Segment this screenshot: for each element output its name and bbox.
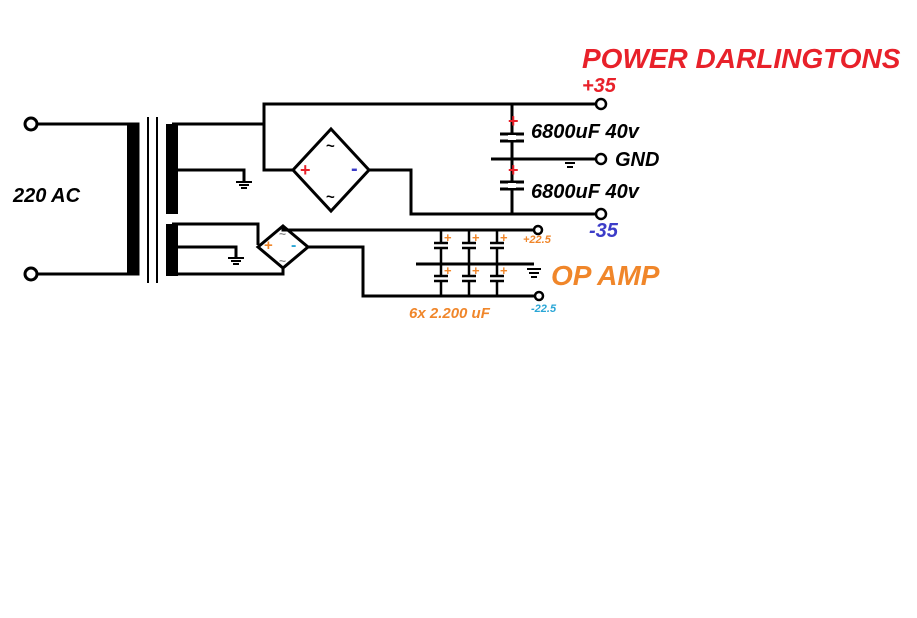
opamp-cap-plus: + — [500, 263, 508, 278]
opamp-cap-bottom-2 — [462, 264, 476, 296]
neg35-label: -35 — [589, 220, 618, 242]
transformer-secondary-coil-opamp — [166, 224, 178, 276]
pos22-label: +22.5 — [523, 234, 551, 246]
neg35-terminal — [594, 207, 608, 221]
power-darlingtons-title: POWER DARLINGTONS — [582, 43, 901, 74]
gnd-label: GND — [615, 149, 660, 171]
opamp-bridge-ac-top: ~ — [279, 227, 287, 241]
opamp-cap-top-3 — [490, 230, 504, 264]
opamp-bridge-ac-bottom: ~ — [279, 254, 287, 268]
pos35-label: +35 — [582, 75, 616, 97]
ac-input-terminal-top — [23, 116, 39, 132]
neg22-label: -22.5 — [531, 303, 557, 315]
power-bridge-plus: + — [300, 160, 311, 180]
neg22-rail-wire — [308, 245, 535, 298]
pos35-terminal — [594, 97, 608, 111]
power-bridge-rectifier — [290, 126, 372, 214]
ac-input-terminal-bottom — [23, 266, 39, 282]
power-cap-bottom-label: 6800uF 40v — [531, 181, 639, 203]
cap-gap-mask — [508, 183, 516, 188]
opamp-cap-top-2 — [462, 230, 476, 264]
opamp-cap-plus: + — [472, 230, 480, 245]
secondary-power-wiring — [262, 124, 293, 172]
opamp-bridge-plus: + — [264, 237, 273, 254]
transformer-primary-coil — [127, 124, 137, 274]
opamp-cap-plus: + — [444, 263, 452, 278]
op-amp-title: OP AMP — [551, 260, 660, 291]
secondary-opamp-wiring — [172, 222, 260, 245]
ground-icon — [236, 181, 252, 189]
power-cap-top-plus: + — [508, 111, 519, 131]
ground-icon — [228, 257, 244, 265]
transformer-secondary-coil-power — [166, 124, 178, 214]
cap-gap-mask — [508, 135, 516, 140]
secondary-opamp-bottom — [172, 268, 285, 276]
opamp-cap-bottom-1 — [434, 264, 448, 296]
secondary-opamp-center-tap — [172, 245, 238, 258]
opamp-cap-plus: + — [500, 230, 508, 245]
power-bridge-ac-top: ~ — [326, 138, 335, 155]
power-cap-top-label: 6800uF 40v — [531, 121, 639, 143]
opamp-cap-plus: + — [472, 263, 480, 278]
secondary-power-center-tap — [172, 168, 246, 182]
opamp-cap-bottom-3 — [490, 264, 504, 296]
neg22-terminal — [533, 290, 545, 302]
opamp-caps-label: 6x 2.200 uF — [409, 305, 490, 322]
gnd-terminal — [594, 152, 608, 166]
pos22-terminal — [532, 224, 544, 236]
opamp-bridge-rectifier — [255, 224, 311, 270]
opamp-cap-top-1 — [434, 230, 448, 264]
ground-icon — [527, 268, 541, 278]
power-bridge-minus: - — [351, 158, 358, 180]
opamp-cap-plus: + — [444, 230, 452, 245]
power-cap-bottom-plus: + — [508, 160, 519, 180]
opamp-bridge-minus: - — [291, 237, 297, 254]
pos22-rail-wire — [281, 226, 535, 232]
primary-wiring — [37, 122, 140, 276]
input-voltage-label: 220 AC — [13, 185, 81, 207]
power-bridge-ac-bottom: ~ — [326, 189, 335, 206]
